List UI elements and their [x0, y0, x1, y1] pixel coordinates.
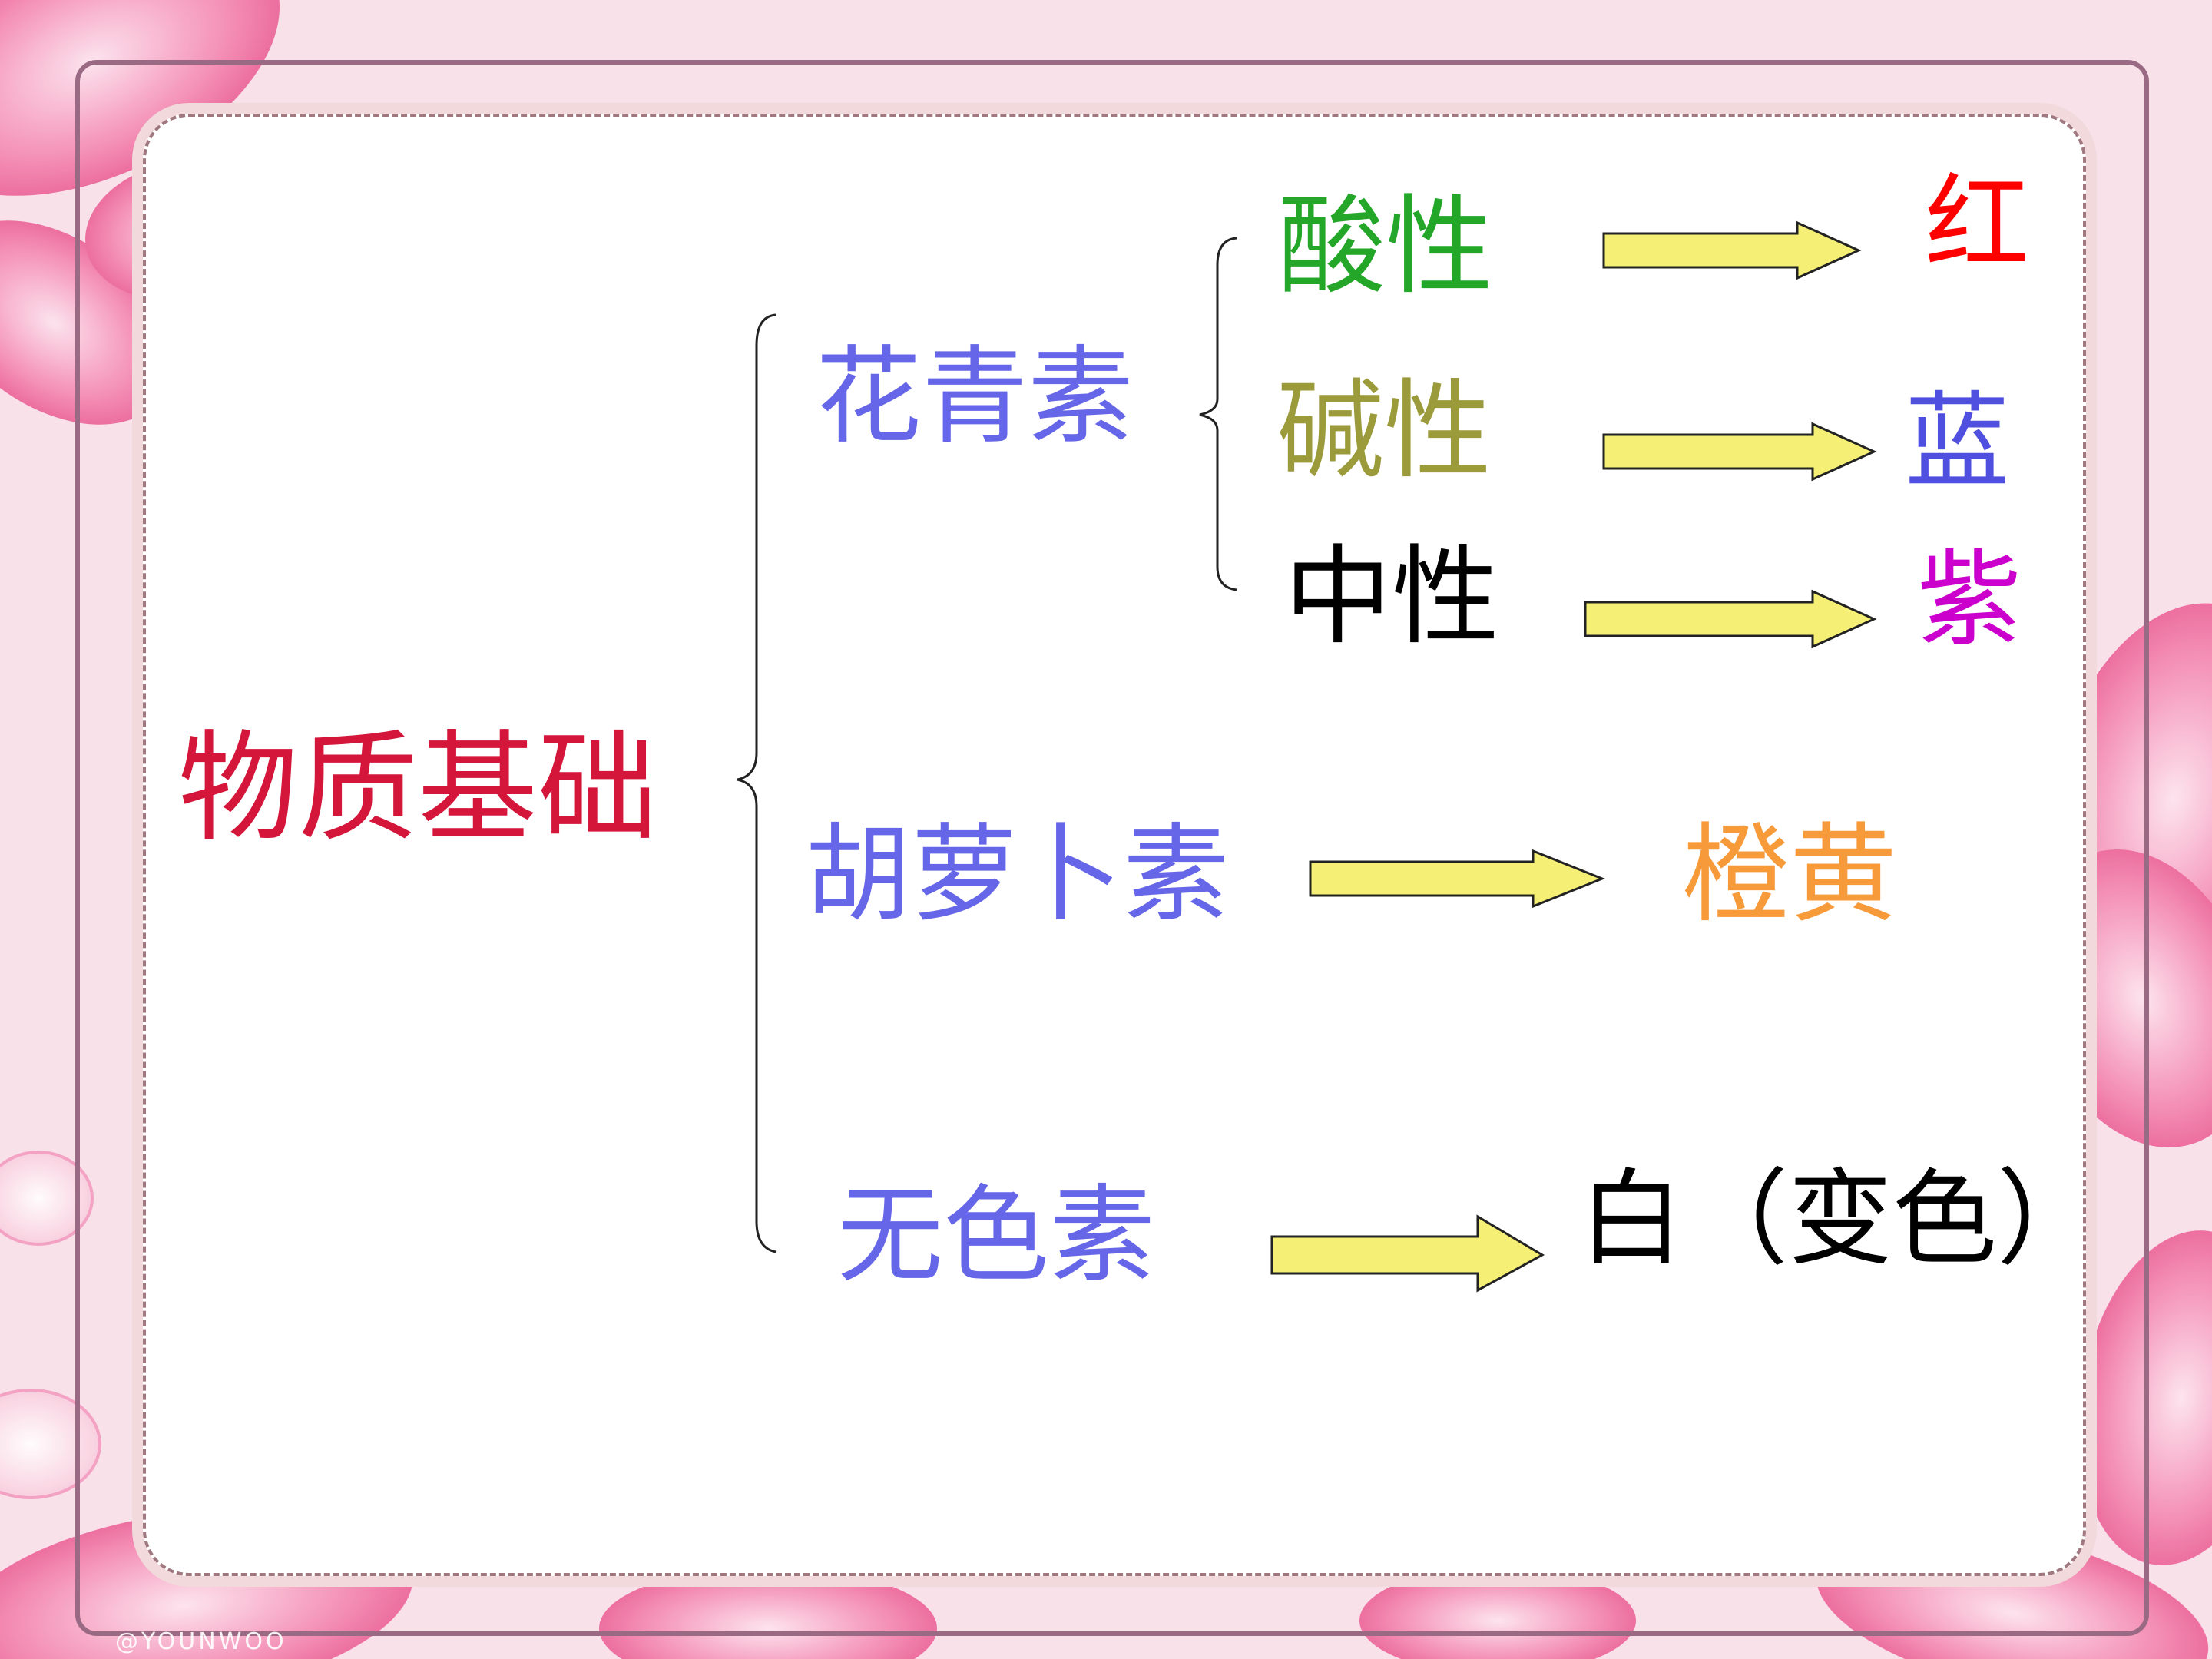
- branch-anthocyanin: 花青素: [816, 335, 1134, 459]
- arrow-base: [1602, 422, 1877, 482]
- arrow-neutral: [1584, 589, 1877, 649]
- result-white: 白（变色）: [1579, 1159, 2101, 1280]
- condition-acidic: 酸性: [1278, 184, 1494, 310]
- content-panel: [143, 114, 2086, 1576]
- result-red: 红: [1925, 164, 2029, 285]
- root-label: 物质基础: [178, 718, 657, 858]
- anthocyanin-brace: [1199, 237, 1237, 591]
- branch-colorless: 无色素: [837, 1174, 1156, 1297]
- watermark: @YOUNWOO: [115, 1628, 287, 1655]
- result-orange-yellow: 橙黄: [1682, 813, 1898, 938]
- arrow-acid: [1602, 220, 1862, 280]
- result-blue: 蓝: [1905, 382, 2009, 503]
- arrow-colorless: [1270, 1214, 1545, 1293]
- branch-carotene: 胡萝卜素: [805, 813, 1230, 936]
- flower-left: [0, 1151, 101, 1499]
- arrow-carotene: [1309, 849, 1606, 909]
- condition-alkaline: 碱性: [1277, 369, 1492, 494]
- outer-frame: [75, 60, 2149, 1636]
- condition-neutral: 中性: [1284, 535, 1500, 660]
- main-brace: [737, 313, 777, 1253]
- result-purple: 紫: [1917, 540, 2022, 661]
